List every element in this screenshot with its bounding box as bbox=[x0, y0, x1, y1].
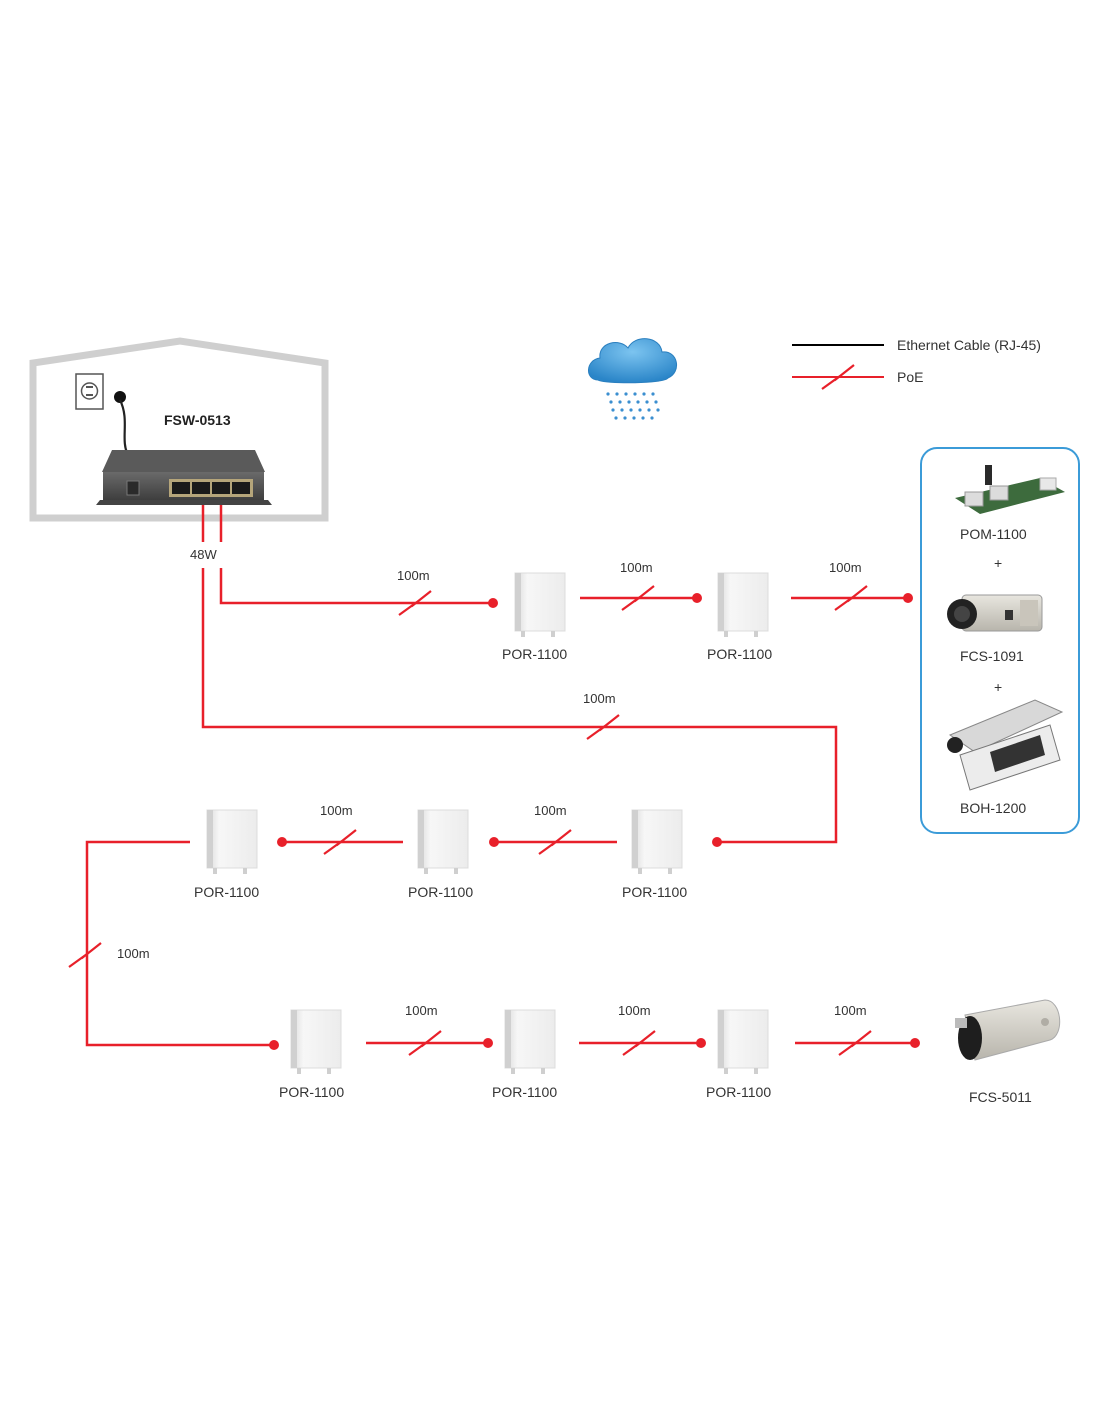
endpoint-dot bbox=[692, 593, 702, 603]
distance-labels: 100m 100m 100m 100m 100m 100m 100m 100m … bbox=[117, 560, 867, 1018]
repeater-row2-2: POR-1100 bbox=[408, 809, 473, 900]
rain-cloud-icon bbox=[588, 338, 677, 420]
switch-port-2 bbox=[192, 482, 210, 494]
poe-bolt-icon bbox=[67, 941, 103, 969]
power-outlet-icon bbox=[75, 373, 104, 410]
repeater-device-icon bbox=[631, 809, 683, 875]
repeater-row1-1: POR-1100 bbox=[502, 572, 567, 662]
distance-label: 100m bbox=[534, 803, 567, 818]
endpoint-dot bbox=[483, 1038, 493, 1048]
repeater-label: POR-1100 bbox=[194, 884, 259, 900]
group-item-label: BOH-1200 bbox=[960, 800, 1026, 816]
repeater-label: POR-1100 bbox=[492, 1084, 557, 1100]
end-camera-label: FCS-5011 bbox=[969, 1089, 1032, 1105]
endpoint-dot bbox=[696, 1038, 706, 1048]
poe-switch bbox=[96, 450, 272, 505]
endpoint-dot bbox=[489, 837, 499, 847]
link-switch-to-row2 bbox=[201, 568, 838, 844]
switch-port-1 bbox=[172, 482, 190, 494]
repeater-device-icon bbox=[290, 1009, 342, 1075]
repeater-device-icon bbox=[417, 809, 469, 875]
endpoint-dot bbox=[269, 1040, 279, 1050]
box-camera-icon bbox=[947, 594, 1043, 632]
building: FSW-0513 bbox=[29, 337, 329, 522]
repeater-row1-2: POR-1100 bbox=[707, 572, 772, 662]
repeater-label: POR-1100 bbox=[502, 646, 567, 662]
repeater-label: POR-1100 bbox=[279, 1084, 344, 1100]
endpoint-dot bbox=[903, 593, 913, 603]
distance-label: 100m bbox=[829, 560, 862, 575]
group-plus-separator: + bbox=[994, 679, 1002, 695]
repeater-label: POR-1100 bbox=[707, 646, 772, 662]
switch-port-4 bbox=[232, 482, 250, 494]
link-row2-to-row3 bbox=[85, 840, 274, 1047]
power-budget-label: 48W bbox=[190, 547, 217, 562]
legend: Ethernet Cable (RJ-45) PoE bbox=[792, 337, 1041, 391]
endpoint-dot bbox=[712, 837, 722, 847]
repeater-row2-1: POR-1100 bbox=[194, 809, 259, 900]
repeater-device-icon bbox=[514, 572, 566, 638]
repeater-row3-3: POR-1100 bbox=[706, 1009, 771, 1100]
distance-label: 100m bbox=[618, 1003, 651, 1018]
repeater-label: POR-1100 bbox=[706, 1084, 771, 1100]
distance-label: 100m bbox=[397, 568, 430, 583]
repeater-device-icon bbox=[206, 809, 258, 875]
repeater-label: POR-1100 bbox=[408, 884, 473, 900]
endpoint-dot bbox=[910, 1038, 920, 1048]
poe-module-icon bbox=[955, 465, 1065, 514]
group-item-label: POM-1100 bbox=[960, 526, 1027, 542]
distance-label: 100m bbox=[834, 1003, 867, 1018]
end-device-group: POM-1100 + FCS-1091 + BOH-1200 bbox=[920, 447, 1080, 834]
distance-label: 100m bbox=[405, 1003, 438, 1018]
switch-port-3 bbox=[212, 482, 230, 494]
bullet-camera-icon bbox=[955, 999, 1061, 1061]
repeater-row3-1: POR-1100 bbox=[279, 1009, 344, 1100]
distance-label: 100m bbox=[620, 560, 653, 575]
camera-housing-icon bbox=[947, 699, 1064, 791]
repeater-label: POR-1100 bbox=[622, 884, 687, 900]
poe-links bbox=[85, 505, 915, 1047]
endpoint-dot bbox=[488, 598, 498, 608]
distance-label: 100m bbox=[117, 946, 150, 961]
link-switch-to-row1 bbox=[219, 568, 493, 605]
legend-ethernet-label: Ethernet Cable (RJ-45) bbox=[897, 337, 1041, 353]
building-outline bbox=[29, 337, 329, 522]
endpoint-dot bbox=[277, 837, 287, 847]
repeater-device-icon bbox=[717, 572, 769, 638]
switch-label: FSW-0513 bbox=[164, 412, 231, 428]
repeater-row2-3: POR-1100 bbox=[622, 809, 687, 900]
repeater-device-icon bbox=[504, 1009, 556, 1075]
legend-poe-label: PoE bbox=[897, 369, 923, 385]
group-plus-separator: + bbox=[994, 555, 1002, 571]
link-endpoints bbox=[269, 593, 920, 1050]
group-item-label: FCS-1091 bbox=[960, 648, 1024, 664]
distance-label: 100m bbox=[583, 691, 616, 706]
repeater-row3-2: POR-1100 bbox=[492, 1009, 557, 1100]
repeater-device-icon bbox=[717, 1009, 769, 1075]
distance-label: 100m bbox=[320, 803, 353, 818]
